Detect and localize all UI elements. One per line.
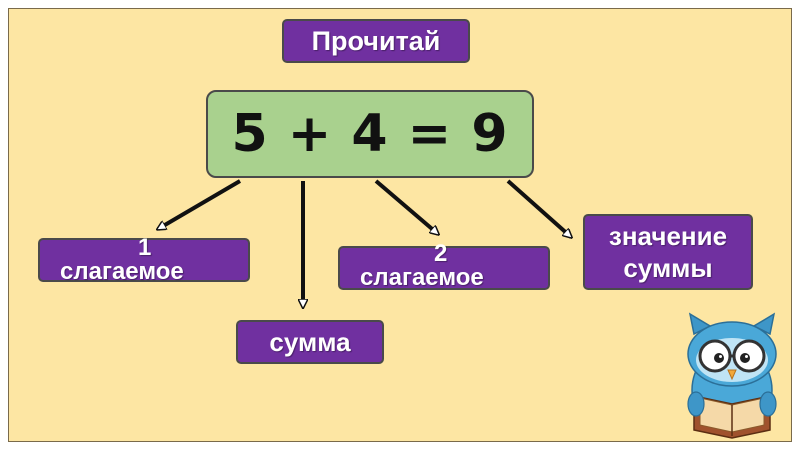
label-second-addend: 2 слагаемое <box>338 242 550 291</box>
label-sum: сумма <box>236 320 384 364</box>
second-addend-word: слагаемое <box>360 264 484 291</box>
second-addend-number: 2 <box>434 240 448 267</box>
slide-title: Прочитай <box>282 19 470 63</box>
equation-box: 5 + 4 = 9 <box>206 90 534 178</box>
sum-value-line2: суммы <box>623 253 713 283</box>
sum-value-line1: значение <box>608 221 728 251</box>
label-first-addend: 1 слагаемое <box>38 234 250 285</box>
label-sum-value: значение суммы <box>583 214 753 290</box>
first-addend-number: 1 <box>138 234 152 261</box>
owl-reading-book-icon <box>687 312 777 439</box>
first-addend-word: слагаемое <box>60 258 184 285</box>
